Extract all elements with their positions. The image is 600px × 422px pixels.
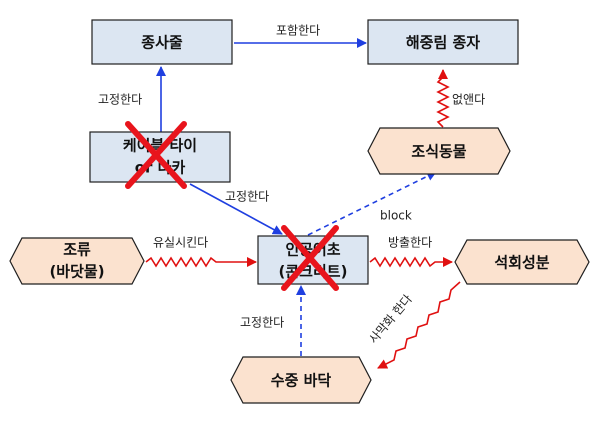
svg-text:해중림 종자: 해중림 종자: [406, 34, 480, 52]
edge-desert: [377, 281, 461, 369]
cross-mark-reef: [281, 225, 339, 291]
cross-mark-cable-tie: [125, 121, 187, 189]
svg-text:(바닷물): (바닷물): [49, 263, 104, 281]
edge-wash-away: [145, 256, 257, 268]
svg-text:수중 바닥: 수중 바닥: [271, 372, 332, 390]
edge-wash-away-label: 유실시킨다: [153, 236, 208, 250]
edge-fix-mid-label: 고정한다: [225, 190, 269, 204]
edge-contains-label: 포함한다: [276, 24, 320, 38]
svg-text:석회성분: 석회성분: [494, 254, 549, 272]
node-haejung-seed: 해중림 종자: [367, 19, 519, 65]
node-herbivore: 조식동물: [367, 127, 511, 175]
node-artificial-reef: 인공어초 (콘크리트): [257, 235, 369, 285]
svg-text:조류: 조류: [63, 241, 91, 259]
node-lime: 석회성분: [454, 239, 590, 285]
edge-fix-mid: [189, 183, 283, 235]
svg-text:조식동물: 조식동물: [411, 143, 466, 161]
node-algae: 조류 (바닷물): [9, 237, 145, 285]
node-jongsajul: 종사줄: [91, 19, 233, 65]
edge-removes: [436, 69, 450, 128]
edge-fix-bottom-label: 고정한다: [240, 316, 284, 330]
svg-text:종사줄: 종사줄: [141, 34, 183, 52]
edge-block: [307, 171, 437, 236]
edge-fix-top-label: 고정한다: [98, 93, 142, 107]
edge-removes-label: 없앤다: [452, 93, 485, 107]
node-seabed: 수중 바닥: [230, 356, 372, 404]
edge-emits: [369, 256, 453, 268]
edge-block-label: block: [380, 209, 412, 223]
edge-emits-label: 방출한다: [388, 236, 432, 250]
